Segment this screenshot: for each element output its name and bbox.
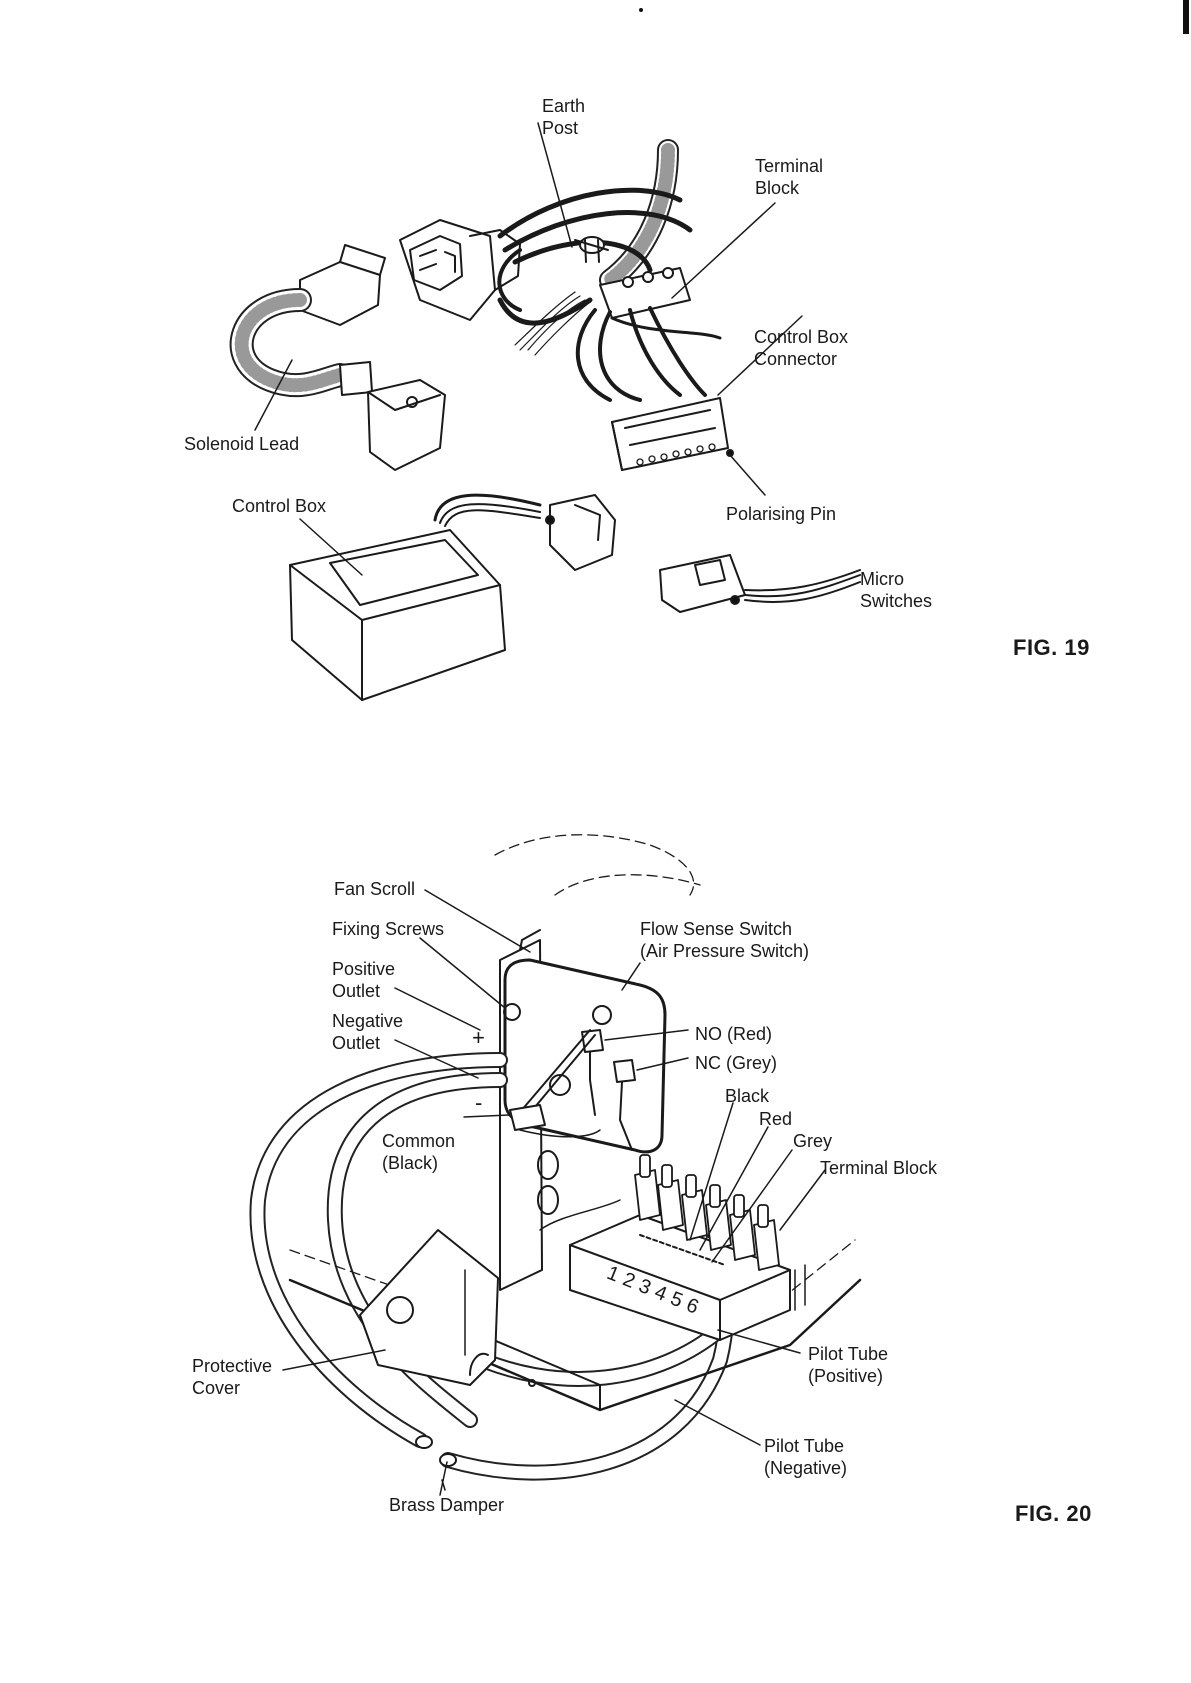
negative-sign: - [475, 1090, 483, 1115]
page-dot [639, 8, 643, 12]
label-pilot-tube-negative: Pilot Tube(Negative) [764, 1436, 848, 1478]
label-brass-damper: Brass Damper [389, 1495, 505, 1515]
label-grey: Grey [793, 1131, 833, 1151]
positive-sign: + [472, 1025, 485, 1050]
label-red: Red [759, 1109, 793, 1129]
fig19-caption: FIG. 19 [1013, 635, 1090, 660]
label-no-red: NO (Red) [695, 1024, 773, 1044]
label-pilot-tube-positive: Pilot Tube(Positive) [808, 1344, 889, 1386]
label-common-black: Common(Black) [382, 1131, 456, 1173]
label-fan-scroll: Fan Scroll [334, 879, 416, 899]
fig20-caption: FIG. 20 [1015, 1501, 1092, 1526]
label-polarising-pin: Polarising Pin [726, 504, 837, 524]
label-black: Black [725, 1086, 770, 1106]
label-nc-grey: NC (Grey) [695, 1053, 777, 1073]
fig20-artwork [249, 834, 862, 1496]
label-solenoid-lead: Solenoid Lead [184, 434, 300, 454]
label-fixing-screws: Fixing Screws [332, 919, 445, 939]
label-flow-sense-switch: Flow Sense Switch(Air Pressure Switch) [640, 919, 810, 961]
fig19-artwork [229, 122, 861, 701]
page-edge-mark [1183, 0, 1189, 34]
label-terminal-block-fig20: Terminal Block [820, 1158, 938, 1178]
label-control-box: Control Box [232, 496, 327, 516]
